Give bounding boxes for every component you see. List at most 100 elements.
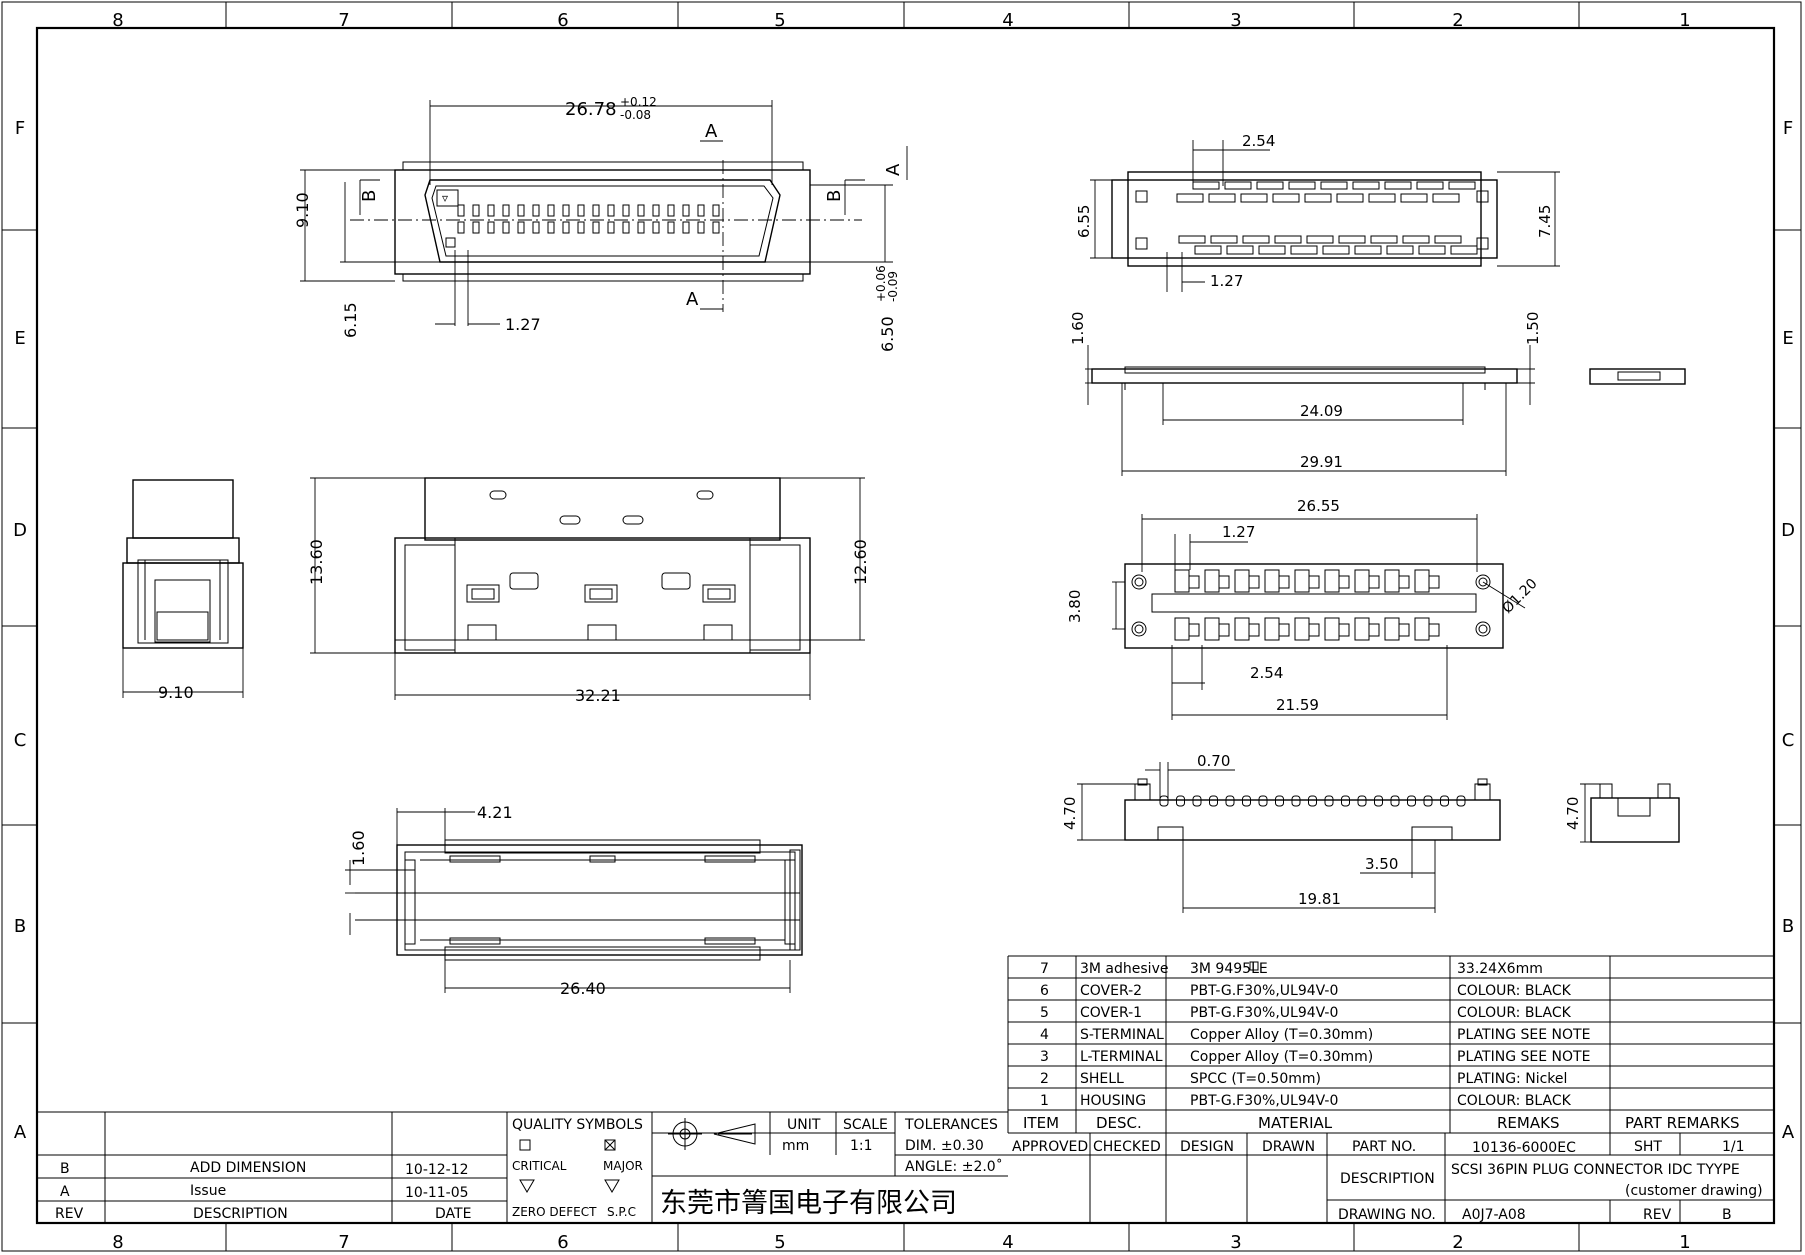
terminal-slot	[1272, 193, 1300, 203]
main-view: 13.60 12.60 32.21	[307, 477, 870, 705]
terminal-slot	[1368, 193, 1396, 203]
tolerance-dim: DIM. ±0.30	[905, 1138, 984, 1154]
dim-lower-small: 3.50	[1365, 855, 1398, 873]
pcb-pad	[1204, 569, 1220, 593]
terminal-slot	[1418, 245, 1446, 255]
bom-item-remarks: COLOUR: BLACK	[1457, 983, 1572, 999]
terminal-slot	[1450, 245, 1478, 255]
front-pin-cavity	[502, 221, 510, 234]
terminal-tooth	[1291, 795, 1301, 807]
section-b-left: B	[359, 190, 380, 202]
front-pin-cavity	[547, 204, 555, 217]
terminal-tooth	[1423, 795, 1433, 807]
dim-bottom-small: 1.60	[349, 830, 368, 866]
projection-icon	[668, 1118, 756, 1150]
pcb-pad	[1398, 623, 1410, 637]
dim-pcb-pitch: 1.27	[1222, 523, 1255, 541]
front-pin-cavity	[712, 204, 720, 217]
row-label-left-d: D	[13, 520, 27, 541]
pcb-pad	[1174, 617, 1190, 641]
dim-front-right-tol-upper: +0.06	[874, 265, 888, 302]
terminal-slot	[1400, 193, 1428, 203]
part-no-label: PART NO.	[1352, 1139, 1416, 1155]
front-pin-cavity	[517, 204, 525, 217]
col-label-top-6: 6	[557, 10, 568, 31]
rev-a-description: Issue	[190, 1183, 226, 1199]
terminal-slot	[1336, 193, 1364, 203]
pcb-pad	[1278, 623, 1290, 637]
rev-b-letter: B	[60, 1161, 70, 1177]
front-pin-cavity	[607, 204, 615, 217]
dim-front-depth: 6.15	[341, 302, 360, 338]
front-pin-cavity	[457, 221, 465, 234]
bom-item-number: 1	[1040, 1093, 1049, 1109]
description-label: DESCRIPTION	[1340, 1171, 1435, 1187]
front-pin-cavity	[592, 204, 600, 217]
terminal-tooth	[1456, 795, 1466, 807]
top-view: 2.54 6.55 7.45 1.27	[1075, 132, 1560, 292]
zero-defect-label: ZERO DEFECT	[512, 1205, 597, 1219]
terminal-tooth	[1192, 795, 1202, 807]
bom-item-remarks: PLATING: Nickel	[1457, 1071, 1567, 1087]
pcb-pad	[1428, 575, 1440, 589]
rev-value: B	[1722, 1207, 1732, 1223]
col-label-bottom-7: 7	[338, 1232, 349, 1253]
terminal-tooth	[1308, 795, 1317, 807]
dim-main-height-left: 13.60	[307, 539, 326, 585]
row-label-left-f: F	[15, 118, 25, 139]
terminal-slot	[1320, 181, 1348, 190]
pcb-pad	[1174, 569, 1190, 593]
terminal-slot	[1242, 235, 1270, 244]
bom-item-desc: COVER-2	[1080, 983, 1142, 999]
row-label-right-b: B	[1782, 916, 1794, 937]
front-pin-cavity	[562, 204, 570, 217]
terminal-slot	[1194, 245, 1222, 255]
pcb-pad	[1278, 575, 1290, 589]
side-profile-view: 1.60 1.50 24.09 29.91	[1069, 312, 1686, 476]
major-label: MAJOR	[603, 1159, 643, 1173]
terminal-slot	[1352, 181, 1380, 190]
pcb-pad	[1368, 623, 1380, 637]
pcb-pad	[1308, 575, 1320, 589]
terminal-slot	[1192, 181, 1220, 190]
terminal-slot	[1178, 235, 1206, 244]
col-label-bottom-8: 8	[112, 1232, 123, 1253]
bom-item-material: PBT-G.F30%,UL94V-0	[1190, 983, 1338, 999]
bom-item-material: SPCC (T=0.50mm)	[1190, 1071, 1321, 1087]
dim-top-height-right: 7.45	[1536, 205, 1554, 238]
col-label-bottom-1: 1	[1679, 1232, 1690, 1253]
front-pin-cavity	[532, 204, 540, 217]
pcb-pad	[1428, 623, 1440, 637]
pcb-pad	[1248, 623, 1260, 637]
dim-lower-span: 19.81	[1298, 890, 1341, 908]
bom-item-remarks: PLATING SEE NOTE	[1457, 1027, 1590, 1043]
company-name: 东莞市箐国电子有限公司	[660, 1188, 957, 1219]
dim-side-total: 29.91	[1300, 453, 1343, 471]
unit-label: UNIT	[787, 1117, 821, 1133]
front-pin-cavity	[457, 204, 465, 217]
terminal-tooth	[1341, 795, 1350, 807]
dim-side-left: 1.60	[1069, 312, 1087, 345]
critical-label: CRITICAL	[512, 1159, 567, 1173]
pcb-pad	[1414, 617, 1430, 641]
bom-item-desc: COVER-1	[1080, 1005, 1142, 1021]
front-pin-cavity	[637, 204, 645, 217]
terminal-tooth	[1275, 795, 1284, 807]
terminal-slot	[1370, 235, 1398, 244]
dim-lower-pin: 0.70	[1197, 752, 1230, 770]
col-label-bottom-2: 2	[1452, 1232, 1463, 1253]
dim-main-width: 32.21	[575, 686, 621, 705]
col-label-top-2: 2	[1452, 10, 1463, 31]
front-pin-cavity	[697, 221, 705, 234]
pcb-pad	[1398, 575, 1410, 589]
pcb-pad	[1368, 575, 1380, 589]
col-label-bottom-4: 4	[1002, 1232, 1013, 1253]
dim-side-right: 1.50	[1524, 312, 1542, 345]
part-no-value: 10136-6000EC	[1472, 1140, 1576, 1156]
unit-value: mm	[782, 1138, 809, 1154]
front-view: ▿	[293, 95, 908, 352]
terminal-tooth	[1258, 795, 1268, 807]
front-pin-cavity	[682, 204, 690, 217]
pcb-pad	[1218, 623, 1230, 637]
dim-pcb-height: 3.80	[1066, 590, 1084, 623]
